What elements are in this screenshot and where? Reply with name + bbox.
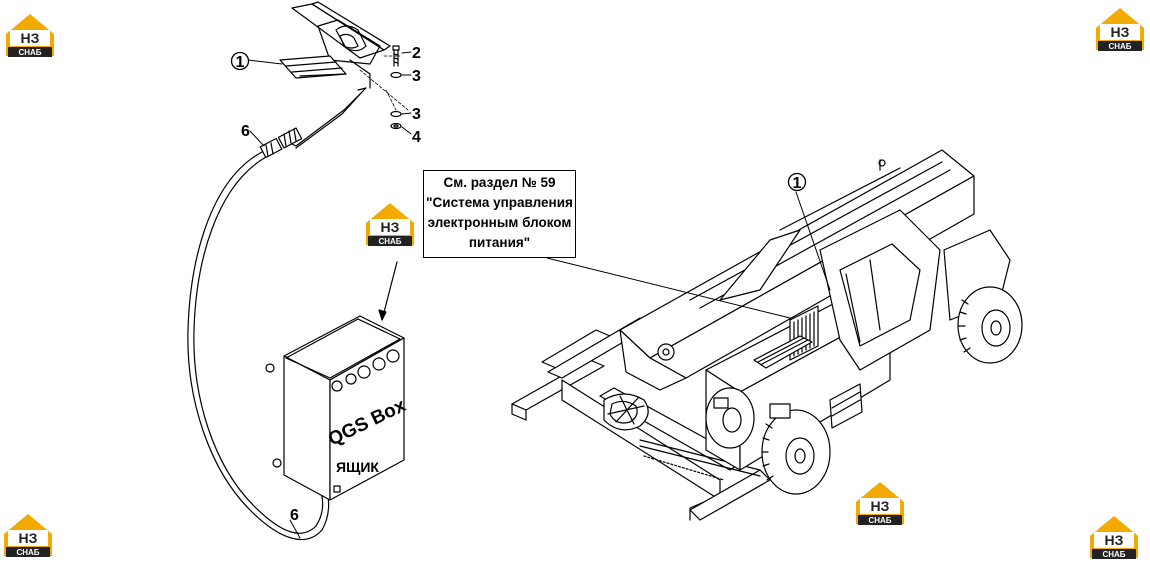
foot-pedal xyxy=(279,1,391,149)
bolt xyxy=(392,45,400,67)
washer-upper xyxy=(390,71,402,79)
callout-6-lower: 6 xyxy=(290,507,299,524)
watermark-logo: НЗ СНАБ xyxy=(1094,6,1146,52)
svg-text:СНАБ: СНАБ xyxy=(1108,42,1131,51)
cable-connector-plug xyxy=(277,127,303,149)
svg-text:НЗ: НЗ xyxy=(21,30,40,46)
rear-wheel xyxy=(957,286,1023,364)
nut xyxy=(390,122,402,130)
washer-lower xyxy=(390,110,402,118)
box-name-label: ЯЩИК xyxy=(336,459,379,475)
watermark-logo: НЗ СНАБ xyxy=(364,201,416,247)
svg-text:СНАБ: СНАБ xyxy=(18,48,41,57)
front-wheel-inner xyxy=(705,387,755,449)
callout-1-pedal: 1 xyxy=(236,54,245,71)
svg-text:СНАБ: СНАБ xyxy=(378,237,401,246)
svg-text:НЗ: НЗ xyxy=(1105,532,1124,548)
callout-4: 4 xyxy=(412,129,421,146)
reach-stacker xyxy=(511,149,1023,521)
cable xyxy=(187,151,330,540)
front-wheel xyxy=(761,409,831,495)
watermark-logo: НЗ СНАБ xyxy=(2,512,54,558)
callout-6-upper: 6 xyxy=(241,123,250,140)
cable-connector-socket xyxy=(259,137,283,159)
callout-1-machine: 1 xyxy=(793,175,802,192)
callout-3-upper: 3 xyxy=(412,68,421,85)
svg-text:НЗ: НЗ xyxy=(871,498,890,514)
watermark-logo: НЗ СНАБ xyxy=(4,12,56,58)
svg-text:НЗ: НЗ xyxy=(381,219,400,235)
reference-line-3: электронным блоком xyxy=(427,215,572,230)
watermark-logo: НЗ СНАБ xyxy=(1088,514,1140,560)
svg-text:НЗ: НЗ xyxy=(19,530,38,546)
svg-text:СНАБ: СНАБ xyxy=(1102,550,1125,559)
reference-line-1: См. раздел № 59 xyxy=(443,175,556,190)
callout-2: 2 xyxy=(412,45,421,62)
qgs-control-box xyxy=(265,315,405,501)
reference-note: См. раздел № 59 "Система управления элек… xyxy=(423,170,576,258)
reference-line-4: питания" xyxy=(468,235,531,250)
callout-3-lower: 3 xyxy=(412,106,421,123)
watermark-logo: НЗ СНАБ xyxy=(854,480,906,526)
svg-text:СНАБ: СНАБ xyxy=(868,516,891,525)
reference-line-2: "Система управления xyxy=(426,195,573,210)
svg-text:СНАБ: СНАБ xyxy=(16,548,39,557)
svg-text:НЗ: НЗ xyxy=(1111,24,1130,40)
